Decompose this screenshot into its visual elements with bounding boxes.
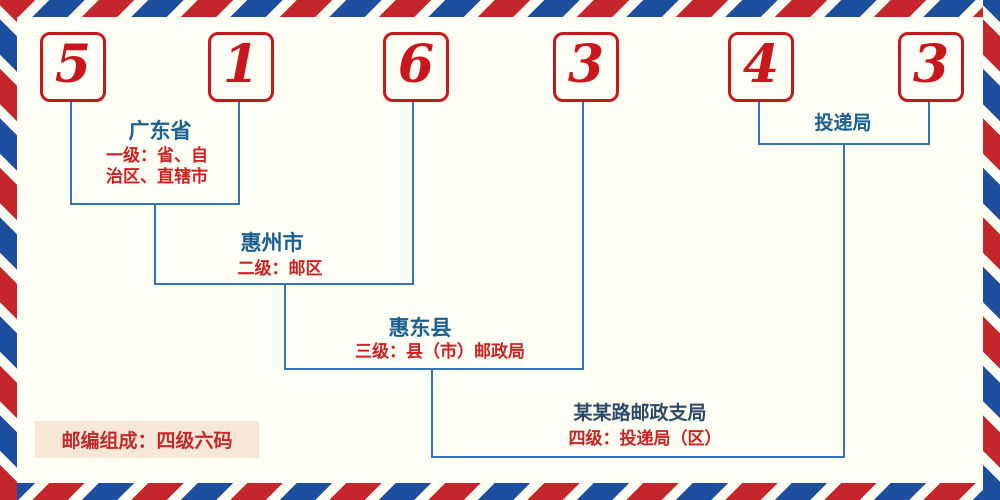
connector-line bbox=[154, 205, 156, 285]
connector-line bbox=[928, 100, 930, 145]
connector-line bbox=[70, 203, 240, 205]
connector-line bbox=[412, 100, 414, 285]
digit-5: 4 bbox=[742, 34, 780, 95]
digit-box-5: 4 bbox=[728, 32, 794, 102]
level-4-name: 某某路邮政支局 bbox=[573, 403, 707, 424]
level-1-name: 广东省 bbox=[128, 120, 192, 143]
delivery-office-label: 投递局 bbox=[814, 113, 872, 134]
connector-line bbox=[431, 370, 433, 458]
connector-line bbox=[284, 368, 584, 370]
digit-box-2: 1 bbox=[208, 32, 274, 102]
connector-line bbox=[843, 145, 845, 458]
connector-line bbox=[758, 100, 760, 145]
connector-line bbox=[238, 100, 240, 205]
digit-2: 1 bbox=[222, 34, 260, 95]
connector-line bbox=[431, 456, 845, 458]
composition-note-text: 邮编组成：四级六码 bbox=[61, 431, 233, 452]
digit-box-6: 3 bbox=[898, 32, 964, 102]
digit-box-3: 6 bbox=[383, 32, 449, 102]
connector-line bbox=[284, 285, 286, 370]
airmail-border-top bbox=[0, 0, 1000, 17]
connector-line bbox=[70, 100, 72, 205]
level-1-desc-line-2: 治区、直辖市 bbox=[106, 167, 208, 186]
connector-line bbox=[582, 100, 584, 370]
digit-box-1: 5 bbox=[40, 32, 106, 102]
level-1-desc-line-1: 一级：省、自 bbox=[106, 146, 208, 165]
digit-6: 3 bbox=[912, 34, 950, 95]
airmail-border-left bbox=[0, 0, 17, 500]
connector-line bbox=[154, 283, 414, 285]
digit-3: 6 bbox=[397, 34, 435, 95]
level-2-desc: 二级：邮区 bbox=[237, 259, 323, 278]
composition-note-box: 邮编组成：四级六码 bbox=[35, 421, 259, 458]
level-1-desc: 一级：省、自 治区、直辖市 bbox=[87, 145, 227, 187]
digit-1: 5 bbox=[54, 34, 92, 95]
level-4-desc: 四级：投递局（区） bbox=[568, 429, 722, 448]
airmail-border-right bbox=[983, 0, 1000, 500]
digit-box-4: 3 bbox=[553, 32, 619, 102]
airmail-border-bottom bbox=[0, 483, 1000, 500]
digit-4: 3 bbox=[567, 34, 605, 95]
connector-line bbox=[758, 143, 930, 145]
level-3-name: 惠东县 bbox=[388, 317, 452, 340]
level-2-name: 惠州市 bbox=[240, 232, 304, 255]
level-3-desc: 三级：县（市）邮政局 bbox=[355, 342, 525, 361]
